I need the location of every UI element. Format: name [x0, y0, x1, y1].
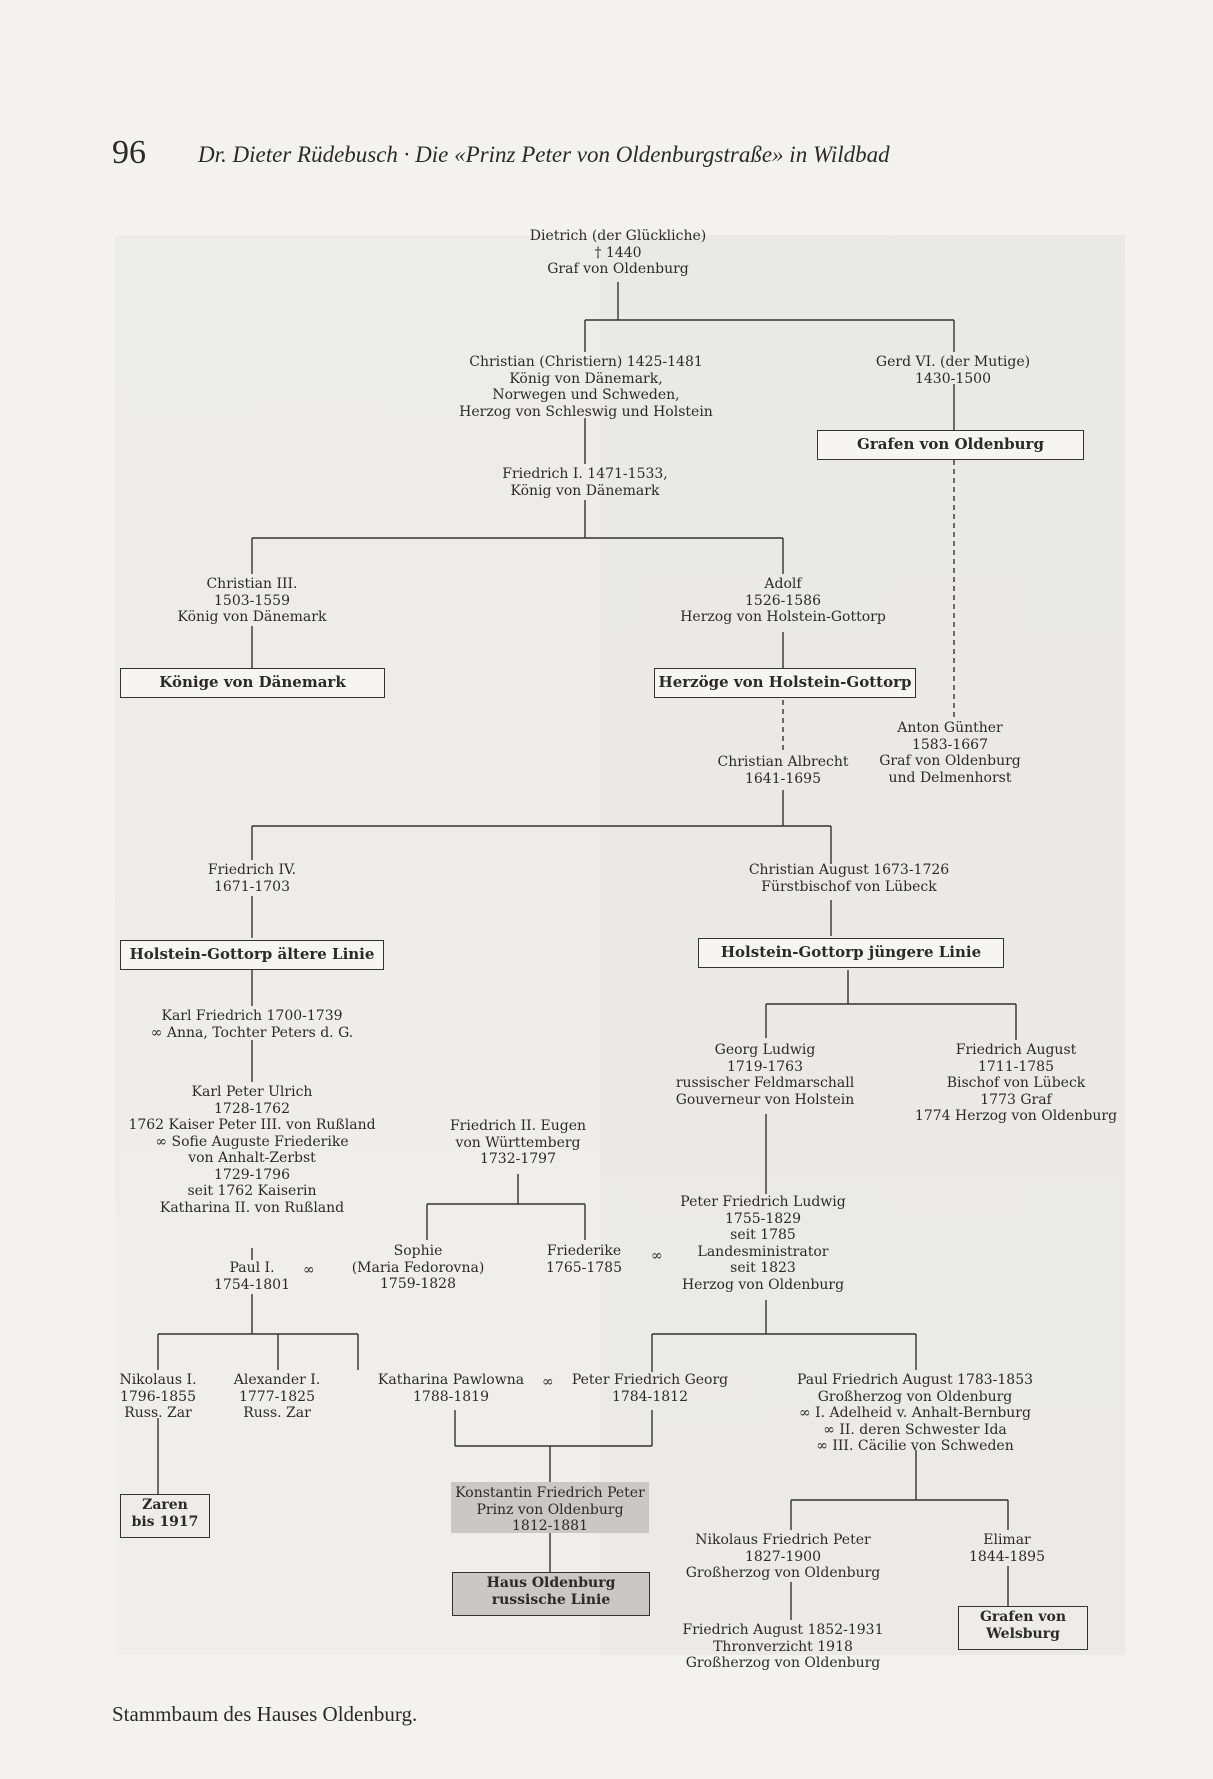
- marriage-symbol-paul: ∞: [303, 1262, 315, 1278]
- house-line-holstein-gottorp-juengere: Holstein-Gottorp jüngere Linie: [698, 938, 1004, 968]
- house-line-haus-oldenburg-russische-linie: Haus Oldenburg russische Linie: [452, 1572, 650, 1616]
- house-line-zaren-bis-1917: Zaren bis 1917: [120, 1494, 210, 1538]
- person-sophie: Sophie (Maria Fedorovna) 1759-1828: [351, 1243, 485, 1292]
- person-peter-friedrich-ludwig: Peter Friedrich Ludwig 1755-1829 seit 17…: [680, 1194, 846, 1293]
- person-christian-christiern: Christian (Christiern) 1425-1481 König v…: [459, 354, 713, 420]
- person-gerd-vi: Gerd VI. (der Mutige) 1430-1500: [875, 354, 1031, 387]
- person-christian-august: Christian August 1673-1726 Fürstbischof …: [748, 862, 950, 895]
- person-friedrich-august-bischof: Friedrich August 1711-1785 Bischof von L…: [914, 1042, 1118, 1124]
- figure-caption: Stammbaum des Hauses Oldenburg.: [112, 1702, 418, 1726]
- person-dietrich: Dietrich (der Glückliche) † 1440 Graf vo…: [529, 228, 707, 277]
- person-paul-i: Paul I. 1754-1801: [214, 1260, 290, 1293]
- house-line-koenige-von-daenemark: Könige von Dänemark: [120, 668, 385, 698]
- person-friedrich-iv: Friedrich IV. 1671-1703: [207, 862, 297, 895]
- running-title: Dr. Dieter Rüdebusch · Die «Prinz Peter …: [198, 142, 890, 167]
- house-line-herzoege-holstein-gottorp: Herzöge von Holstein-Gottorp: [654, 668, 916, 698]
- person-nikolaus-i: Nikolaus I. 1796-1855 Russ. Zar: [119, 1372, 197, 1421]
- person-friederike: Friederike 1765-1785: [546, 1243, 622, 1276]
- person-friedrich-i: Friedrich I. 1471-1533, König von Dänema…: [502, 466, 668, 499]
- person-peter-friedrich-georg: Peter Friedrich Georg 1784-1812: [571, 1372, 729, 1405]
- person-alexander-i: Alexander I. 1777-1825 Russ. Zar: [233, 1372, 321, 1421]
- marriage-symbol-friederike: ∞: [651, 1248, 663, 1264]
- person-nikolaus-friedrich-peter: Nikolaus Friedrich Peter 1827-1900 Großh…: [685, 1532, 881, 1581]
- person-karl-peter-ulrich: Karl Peter Ulrich 1728-1762 1762 Kaiser …: [128, 1084, 376, 1216]
- person-katharina-pawlowna: Katharina Pawlowna 1788-1819: [377, 1372, 525, 1405]
- person-karl-friedrich: Karl Friedrich 1700-1739 ∞ Anna, Tochter…: [150, 1008, 354, 1041]
- person-christian-iii: Christian III. 1503-1559 König von Dänem…: [177, 576, 327, 625]
- house-line-grafen-von-oldenburg: Grafen von Oldenburg: [817, 430, 1084, 460]
- house-line-holstein-gottorp-aeltere: Holstein-Gottorp ältere Linie: [120, 940, 384, 970]
- person-anton-guenther: Anton Günther 1583-1667 Graf von Oldenbu…: [879, 720, 1021, 786]
- person-elimar: Elimar 1844-1895: [969, 1532, 1045, 1565]
- person-adolf: Adolf 1526-1586 Herzog von Holstein-Gott…: [680, 576, 886, 625]
- person-friedrich-ii-eugen: Friedrich II. Eugen von Württemberg 1732…: [449, 1118, 587, 1167]
- house-line-grafen-von-welsburg: Grafen von Welsburg: [958, 1606, 1088, 1650]
- person-paul-friedrich-august: Paul Friedrich August 1783-1853 Großherz…: [796, 1372, 1034, 1454]
- person-konstantin-friedrich-peter: Konstantin Friedrich Peter Prinz von Old…: [451, 1482, 649, 1534]
- marriage-symbol-katharina: ∞: [542, 1374, 554, 1390]
- person-friedrich-august-1852: Friedrich August 1852-1931 Thronverzicht…: [682, 1622, 884, 1671]
- person-georg-ludwig: Georg Ludwig 1719-1763 russischer Feldma…: [675, 1042, 855, 1108]
- page-number: 96: [112, 134, 146, 171]
- person-christian-albrecht: Christian Albrecht 1641-1695: [717, 754, 849, 787]
